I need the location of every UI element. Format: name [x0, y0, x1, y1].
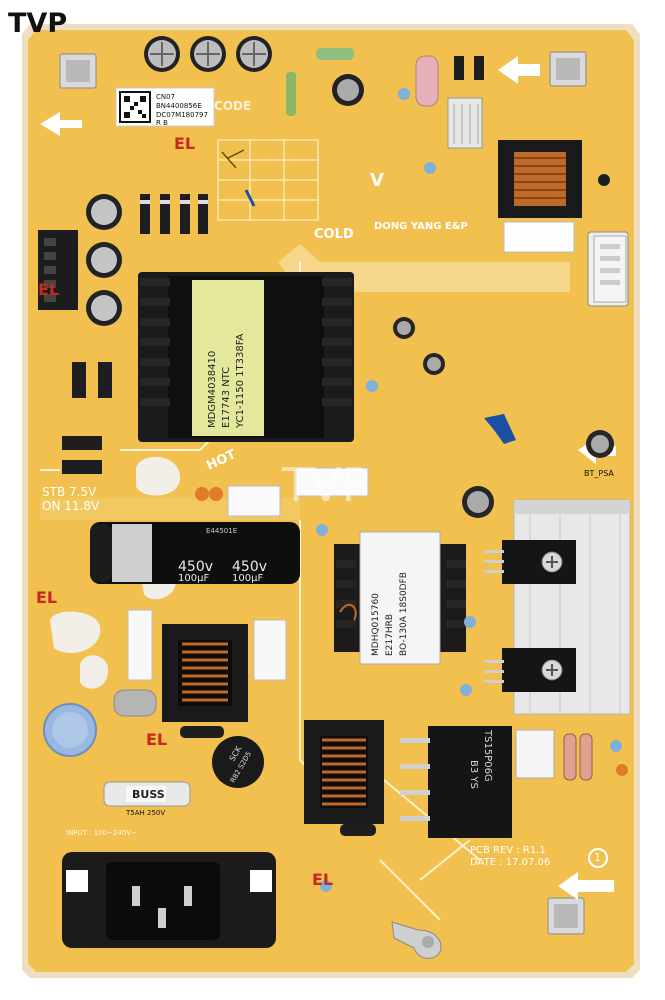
transformer-small-line3: BO-130A 18S0DFB [399, 572, 409, 656]
fuse-brand: BUSS [132, 788, 165, 801]
label-part-number: BN4400856E [156, 102, 202, 110]
bridge-line2: B3 YS [468, 760, 479, 789]
label-brand: CN07 [156, 93, 176, 101]
label-manufacturer: DONG YANG E&P [374, 221, 468, 232]
ac-inlet [62, 852, 276, 948]
transformer-small-line2: E217HRB [385, 613, 395, 656]
capacitor-voltage-1: 450v [178, 559, 214, 575]
label-code-box: CODE [214, 99, 252, 113]
transformer-small-line1: MDHQ015760 [371, 593, 381, 656]
label-on: ON 11.8V [42, 499, 100, 513]
line-filter-left [162, 624, 248, 722]
fuse [103, 781, 191, 807]
label-cold: COLD [314, 227, 354, 242]
line-filter-middle [304, 720, 384, 824]
fuse-rating: T5AH 250V [126, 809, 166, 817]
circle-number: 1 [594, 851, 601, 864]
label-el-1: EL [174, 134, 196, 153]
capacitor-left [86, 194, 122, 326]
capacitor-top [144, 36, 364, 106]
main-transformer [138, 272, 354, 442]
pcb-date: DATE : 17.07.06 [470, 857, 551, 868]
bridge-rectifier [400, 726, 512, 838]
ntc-thermistor [212, 736, 264, 788]
secondary-transformer [334, 531, 466, 665]
label-el-3: EL [36, 588, 58, 607]
inlet-text: INPUT : 100~240V~ [66, 829, 137, 837]
label-stb: STB 7.5V [42, 485, 97, 499]
label-code-line3: R B [156, 119, 168, 127]
overlay-watermark: TVP [282, 458, 370, 512]
capacitor-capacitance-1: 100µF [178, 573, 210, 584]
label-v: V [370, 170, 384, 191]
watermark: TVP [8, 8, 68, 39]
label-el-4: EL [312, 870, 334, 889]
transformer-main-line3: YC1-1150 1T338FA [235, 333, 246, 428]
capacitor-voltage-2: 450v [232, 559, 268, 575]
qr-code [119, 91, 151, 123]
label-bt-psa: BT_PSA [584, 469, 614, 478]
capacitor-capacitance-2: 100µF [232, 573, 264, 584]
diode-row [140, 194, 208, 234]
transformer-main-line2: E17743 NTC [221, 366, 232, 428]
label-el-2: EL [38, 280, 60, 299]
bridge-line1: TS15P06G [482, 730, 493, 782]
transformer-main-line1: MDGM4038410 [207, 350, 218, 428]
heatsink [484, 499, 631, 715]
capacitor-code: E44501E [206, 527, 238, 535]
bulk-capacitor [90, 522, 300, 584]
pcb-rev: PCB REV : R1.1 [470, 845, 546, 856]
label-code-line2: DC07M180797 [156, 111, 208, 119]
label-el-5: EL [146, 730, 168, 749]
